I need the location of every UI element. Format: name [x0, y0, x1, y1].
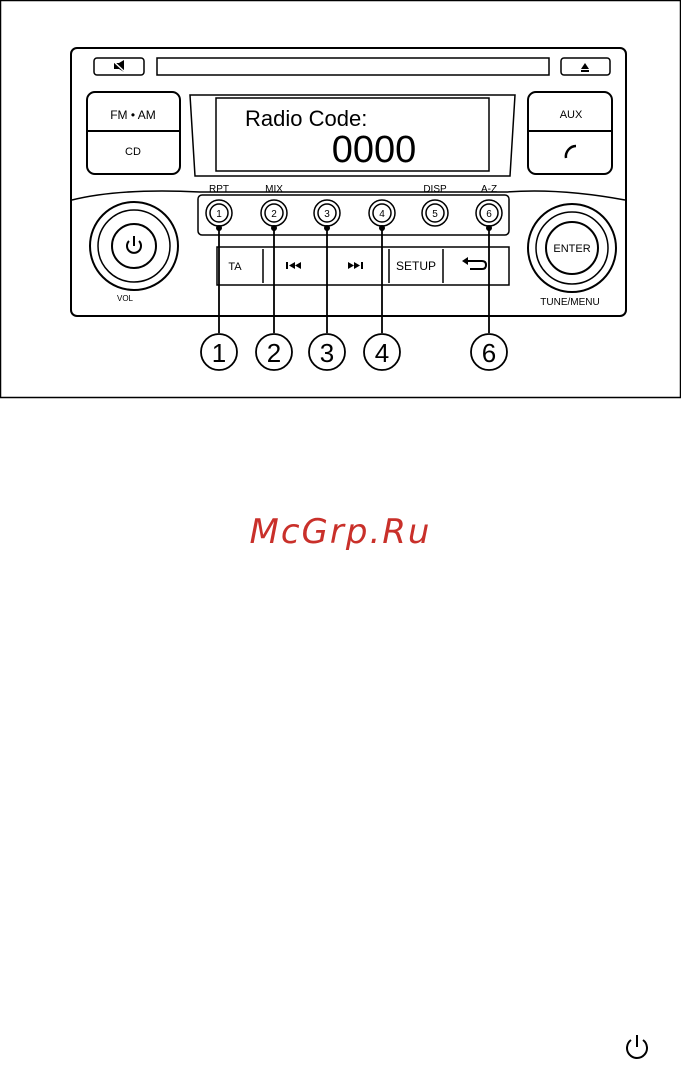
- preset-button-4[interactable]: 4: [369, 200, 395, 226]
- watermark: McGrp.Ru: [0, 512, 681, 552]
- preset-button-1[interactable]: 1: [206, 200, 232, 226]
- vol-label: VOL: [117, 294, 134, 303]
- fm-am-label: FM • AM: [110, 108, 156, 122]
- tune-menu-label: TUNE/MENU: [540, 297, 599, 308]
- preset-number: 2: [271, 209, 277, 220]
- ta-button[interactable]: TA: [228, 261, 242, 273]
- radio-code-label: Radio Code:: [245, 106, 367, 131]
- cd-label: CD: [125, 146, 141, 158]
- preset-number: 1: [216, 209, 222, 220]
- callout-number: 4: [375, 338, 389, 368]
- fm-am-button[interactable]: [87, 92, 180, 174]
- preset-label: MIX: [265, 184, 283, 195]
- preset-button-6[interactable]: 6: [476, 200, 502, 226]
- cd-slot: [157, 58, 549, 75]
- preset-button-5[interactable]: 5: [422, 200, 448, 226]
- preset-button-3[interactable]: 3: [314, 200, 340, 226]
- power-icon: [622, 1032, 652, 1062]
- preset-label: RPT: [209, 184, 229, 195]
- preset-label: DISP: [423, 184, 447, 195]
- preset-number: 5: [432, 209, 438, 220]
- aux-label: AUX: [560, 109, 583, 121]
- setup-button[interactable]: SETUP: [396, 259, 436, 273]
- preset-label: A-Z: [481, 184, 497, 195]
- preset-plate: [198, 195, 509, 235]
- enter-label: ENTER: [553, 243, 590, 255]
- aux-button[interactable]: [528, 92, 612, 174]
- callout-number: 6: [482, 338, 496, 368]
- preset-number: 4: [379, 209, 385, 220]
- callout-number: 3: [320, 338, 334, 368]
- callout-number: 1: [212, 338, 226, 368]
- preset-number: 3: [324, 209, 330, 220]
- preset-button-2[interactable]: 2: [261, 200, 287, 226]
- radio-code-value: 0000: [332, 129, 417, 171]
- callout-number: 2: [267, 338, 281, 368]
- preset-number: 6: [486, 209, 492, 220]
